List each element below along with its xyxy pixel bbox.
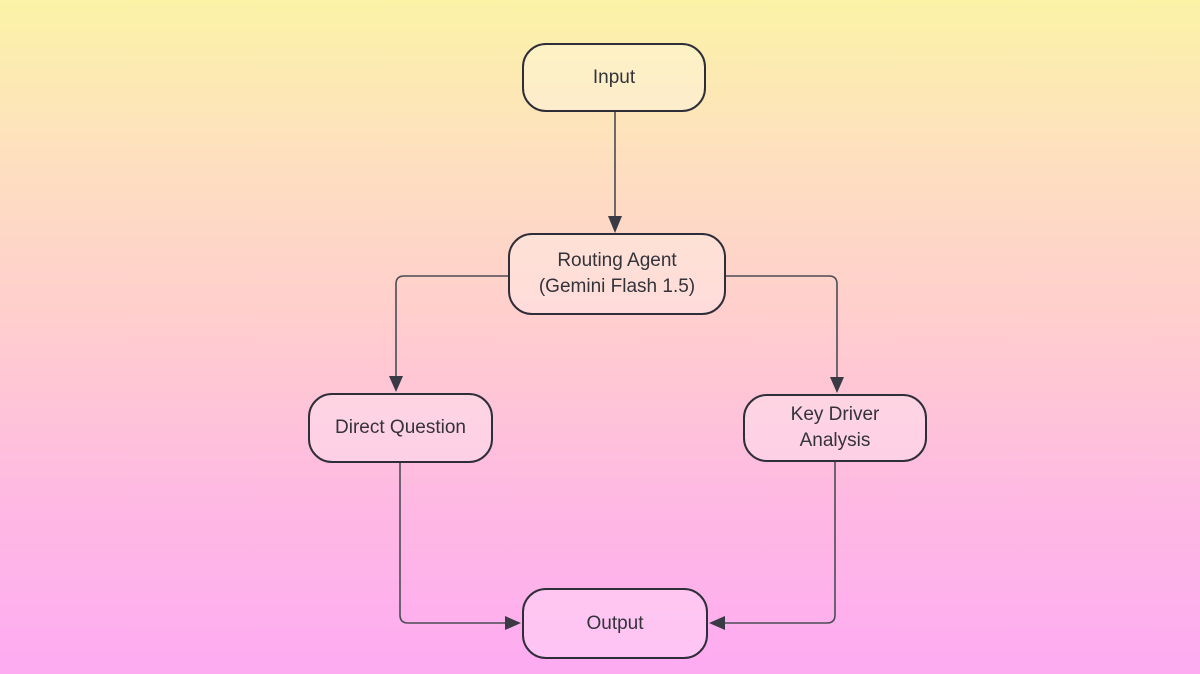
- edge-line: [399, 463, 505, 624]
- edge-direct-question-to-output: [399, 463, 521, 630]
- arrowhead-down-icon: [830, 377, 844, 393]
- edge-key-driver-to-output: [709, 462, 836, 630]
- arrowhead-right-icon: [505, 616, 521, 630]
- node-input-label: Input: [592, 66, 636, 88]
- node-key-driver-analysis: Key Driver Analysis: [743, 394, 927, 462]
- node-direct-question-label: Direct Question: [335, 417, 466, 439]
- arrowhead-left-icon: [709, 616, 725, 630]
- node-direct-question: Direct Question: [308, 393, 493, 463]
- edge-line: [395, 275, 509, 377]
- node-output-label: Output: [586, 612, 644, 634]
- edge-input-to-routing: [608, 112, 622, 233]
- node-input: Input: [522, 43, 706, 112]
- node-routing-agent: Routing Agent (Gemini Flash 1.5): [508, 233, 726, 315]
- node-key-driver-analysis-label: Key Driver Analysis: [790, 404, 880, 451]
- arrowhead-down-icon: [608, 216, 622, 233]
- edge-line: [725, 275, 838, 378]
- edge-routing-to-key-driver: [725, 275, 844, 393]
- arrowhead-down-icon: [389, 376, 403, 392]
- node-output: Output: [522, 588, 708, 659]
- edge-routing-to-direct-question: [389, 275, 509, 392]
- node-routing-agent-label: Routing Agent (Gemini Flash 1.5): [538, 250, 696, 297]
- edge-line: [725, 462, 836, 624]
